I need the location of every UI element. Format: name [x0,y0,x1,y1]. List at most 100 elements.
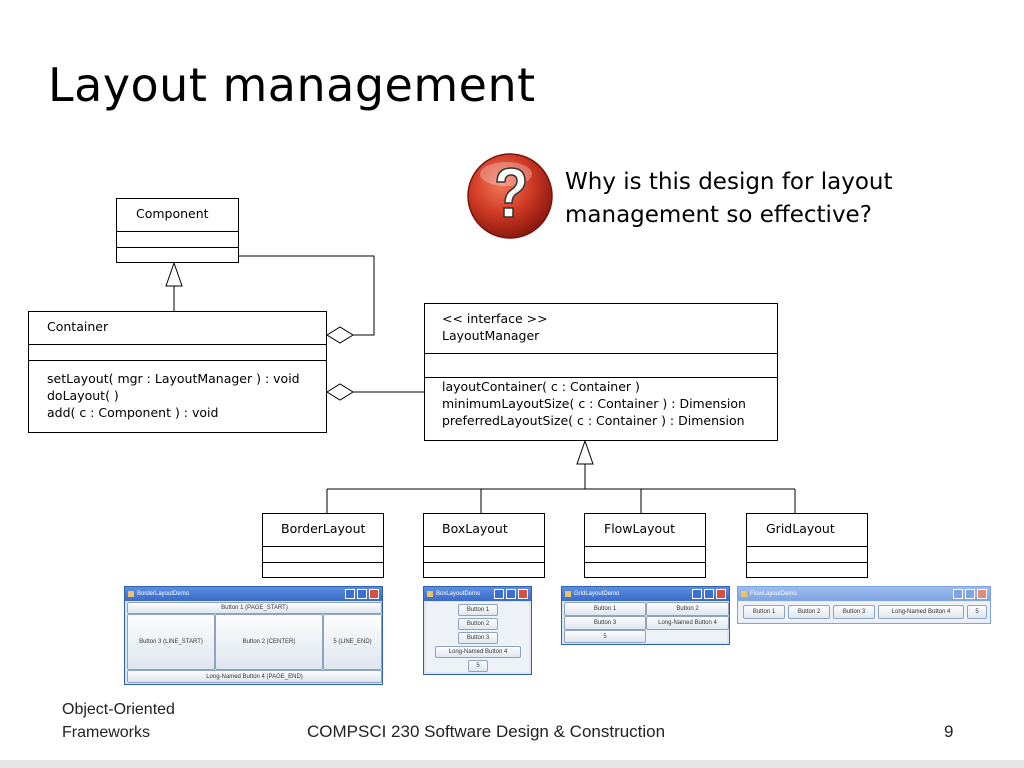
minimize-icon[interactable] [345,589,355,599]
minimize-icon[interactable] [494,589,504,599]
question-line-1: Why is this design for layout [565,169,893,195]
grid-layout-demo-window: GridLayoutDemo Button 1 Button 2 Button … [561,586,730,645]
window-content: Button 1 Button 2 Button 3 Long-Named Bu… [426,602,529,672]
class-name: BorderLayout [281,521,366,536]
java-cup-icon [128,591,134,597]
uml-interface-layoutmanager: << interface >> LayoutManager layoutCont… [424,303,778,441]
class-attributes [424,546,544,562]
uml-class-container: Container setLayout( mgr : LayoutManager… [28,311,327,433]
button-page-start[interactable]: Button 1 (PAGE_START) [127,602,382,614]
class-operations: setLayout( mgr : LayoutManager ) : void … [29,360,326,432]
method: setLayout( mgr : LayoutManager ) : void [47,371,300,386]
button-5[interactable]: 5 [564,630,646,643]
uml-class-gridlayout: GridLayout [746,513,868,578]
method: preferredLayoutSize( c : Container ) : D… [442,413,745,428]
class-attributes [29,344,326,360]
method: layoutContainer( c : Container ) [442,379,640,394]
class-operations [747,562,867,577]
button-2[interactable]: Button 2 [788,605,830,619]
button-2[interactable]: Button 2 [646,602,729,616]
border-layout-demo-window: BorderLayoutDemo Button 1 (PAGE_START) B… [124,586,383,685]
java-cup-icon [427,591,433,597]
button-1[interactable]: Button 1 [564,602,646,616]
class-name: BoxLayout [442,521,508,536]
window-title: BorderLayoutDemo [137,591,190,597]
class-name: Component [136,206,209,221]
method: doLayout( ) [47,388,119,403]
button-4[interactable]: Long-Named Button 4 [878,605,964,619]
button-3[interactable]: Button 3 [833,605,875,619]
button-3[interactable]: Button 3 [458,632,498,644]
footer-left-line-1: Object-Oriented [62,701,175,718]
window-content: Button 1 Button 2 Button 3 Long-Named Bu… [740,602,988,621]
class-operations [424,562,544,577]
maximize-icon[interactable] [704,589,714,599]
class-operations [263,562,383,577]
minimize-icon[interactable] [953,589,963,599]
close-icon[interactable] [369,589,379,599]
close-icon[interactable] [518,589,528,599]
stereotype: << interface >> [442,311,548,326]
method: add( c : Component ) : void [47,405,219,420]
window-titlebar: BorderLayoutDemo [125,587,382,601]
button-5[interactable]: 5 [468,660,488,672]
class-name: FlowLayout [604,521,676,536]
java-cup-icon [741,591,747,597]
maximize-icon[interactable] [506,589,516,599]
minimize-icon[interactable] [692,589,702,599]
maximize-icon[interactable] [357,589,367,599]
window-titlebar: FlowLayoutDemo [738,587,990,601]
class-operations [585,562,705,577]
footer-section-label: Object-Oriented Frameworks [62,698,175,744]
class-attributes [263,546,383,562]
question-mark-icon [466,152,554,240]
button-4[interactable]: Long-Named Button 4 [435,646,521,658]
button-1[interactable]: Button 1 [458,604,498,616]
button-3[interactable]: Button 3 [564,616,646,630]
button-1[interactable]: Button 1 [743,605,785,619]
java-cup-icon [565,591,571,597]
method: minimumLayoutSize( c : Container ) : Dim… [442,396,746,411]
button-page-end[interactable]: Long-Named Button 4 (PAGE_END) [127,670,382,683]
class-name: Container [47,319,109,334]
bottom-divider [0,760,1024,768]
uml-class-borderlayout: BorderLayout [262,513,384,578]
class-attributes [117,231,238,247]
uml-class-boxlayout: BoxLayout [423,513,545,578]
class-name: GridLayout [766,521,835,536]
class-operations [117,247,238,262]
window-title: BoxLayoutDemo [436,591,481,597]
window-title: GridLayoutDemo [574,591,620,597]
slide-title: Layout management [48,58,536,112]
footer-course: COMPSCI 230 Software Design & Constructi… [307,722,666,741]
uml-class-flowlayout: FlowLayout [584,513,706,578]
class-operations: layoutContainer( c : Container ) minimum… [425,377,777,440]
question-line-2: management so effective? [565,202,872,228]
class-attributes [585,546,705,562]
footer-left-line-2: Frameworks [62,724,151,741]
page-number: 9 [944,722,954,741]
button-center[interactable]: Button 2 (CENTER) [215,614,323,670]
flow-layout-demo-window: FlowLayoutDemo Button 1 Button 2 Button … [737,586,991,624]
button-5[interactable]: 5 [967,605,987,619]
class-attributes [747,546,867,562]
window-titlebar: BoxLayoutDemo [424,587,531,601]
button-2[interactable]: Button 2 [458,618,498,630]
close-icon[interactable] [977,589,987,599]
button-4[interactable]: Long-Named Button 4 [646,616,729,630]
close-icon[interactable] [716,589,726,599]
window-titlebar: GridLayoutDemo [562,587,729,601]
button-line-end[interactable]: 5 (LINE_END) [323,614,382,670]
question-text: Why is this design for layout management… [565,166,893,232]
window-content: Button 1 (PAGE_START) Button 3 (LINE_STA… [127,602,382,683]
class-attributes [425,353,777,377]
class-name-block: << interface >> LayoutManager [425,304,777,353]
class-name: LayoutManager [442,328,540,343]
window-content: Button 1 Button 2 Button 3 Long-Named Bu… [564,602,729,643]
window-title: FlowLayoutDemo [750,591,797,597]
maximize-icon[interactable] [965,589,975,599]
button-line-start[interactable]: Button 3 (LINE_START) [127,614,215,670]
box-layout-demo-window: BoxLayoutDemo Button 1 Button 2 Button 3… [423,586,532,675]
uml-class-component: Component [116,198,239,263]
